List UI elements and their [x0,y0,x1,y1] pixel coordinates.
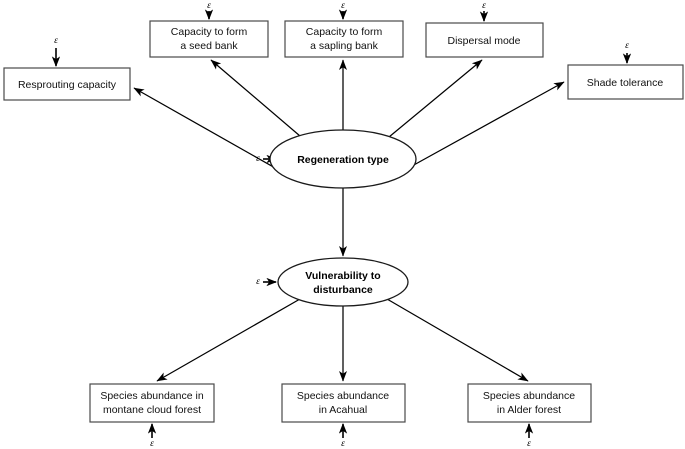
box-label-capacity-sapling-bank-line2: a sapling bank [310,40,378,52]
node-resprouting-capacity[interactable]: Resprouting capacity [3,67,131,101]
node-capacity-seed-bank[interactable]: Capacity to form a seed bank [149,20,269,58]
node-shade-tolerance[interactable]: Shade tolerance [567,64,684,100]
paths-from-vulnerability [156,298,529,382]
error-terms: ε ε ε ε ε ε ε ε ε [51,1,632,449]
box-shade-tolerance[interactable] [567,64,684,100]
path-regeneration-to-shade-tolerance [411,81,565,167]
node-species-abundance-acahual[interactable]: Species abundance in Acahual [281,383,406,423]
ellipse-label-regeneration-type: Regeneration type [297,154,389,166]
box-label-alder-forest-line2: in Alder forest [497,404,561,416]
box-label-resprouting-capacity: Resprouting capacity [18,79,117,91]
box-label-capacity-seed-bank-line1: Capacity to form [171,26,248,38]
box-capacity-seed-bank[interactable] [149,20,269,58]
box-resprouting-capacity[interactable] [3,67,131,101]
box-label-alder-forest-line1: Species abundance [483,390,575,402]
error-label-capacity-sapling-bank: ε [341,1,345,11]
box-species-abundance-montane-cloud-forest[interactable] [89,383,215,423]
node-capacity-sapling-bank[interactable]: Capacity to form a sapling bank [284,20,404,58]
error-label-species-abundance-acahual: ε [341,439,345,449]
box-label-shade-tolerance: Shade tolerance [587,77,664,89]
ellipse-regeneration-type[interactable] [269,129,417,189]
error-label-vulnerability-to-disturbance: ε [256,277,260,287]
error-label-capacity-seed-bank: ε [207,1,211,11]
node-species-abundance-alder-forest[interactable]: Species abundance in Alder forest [467,383,592,423]
box-species-abundance-alder-forest[interactable] [467,383,592,423]
error-label-regeneration-type: ε [256,154,260,164]
path-regeneration-to-resprouting-capacity [133,87,285,174]
paths-from-regeneration-type [133,59,565,174]
path-vulnerability-to-alder-forest [386,298,529,382]
box-dispersal-mode[interactable] [425,22,544,58]
node-species-abundance-montane-cloud-forest[interactable]: Species abundance in montane cloud fores… [89,383,215,423]
path-regeneration-to-seed-bank [210,59,301,137]
error-label-dispersal-mode: ε [482,1,486,11]
path-regeneration-to-dispersal-mode [388,59,483,138]
box-capacity-sapling-bank[interactable] [284,20,404,58]
ellipse-vulnerability-to-disturbance[interactable] [277,257,409,307]
node-dispersal-mode[interactable]: Dispersal mode [425,22,544,58]
ellipse-label-vulnerability-line2: disturbance [313,284,373,296]
node-vulnerability-to-disturbance[interactable]: Vulnerability to disturbance [277,257,409,307]
error-label-resprouting-capacity: ε [54,36,58,46]
box-label-dispersal-mode: Dispersal mode [448,35,521,47]
box-label-montane-cloud-forest-line1: Species abundance in [100,390,203,402]
error-label-shade-tolerance: ε [625,41,629,51]
box-label-acahual-line1: Species abundance [297,390,389,402]
box-label-capacity-seed-bank-line2: a seed bank [180,40,238,52]
path-vulnerability-to-montane-cloud-forest [156,298,301,382]
latent-variables: Regeneration type Vulnerability to distu… [269,129,417,307]
box-label-montane-cloud-forest-line2: montane cloud forest [103,404,201,416]
error-label-species-abundance-alder-forest: ε [527,439,531,449]
box-species-abundance-acahual[interactable] [281,383,406,423]
box-label-capacity-sapling-bank-line1: Capacity to form [306,26,383,38]
error-label-species-abundance-montane-cloud-forest: ε [150,439,154,449]
box-label-acahual-line2: in Acahual [319,404,367,416]
ellipse-label-vulnerability-line1: Vulnerability to [305,270,380,282]
node-regeneration-type[interactable]: Regeneration type [269,129,417,189]
indicator-boxes: Resprouting capacity Capacity to form a … [3,20,684,423]
